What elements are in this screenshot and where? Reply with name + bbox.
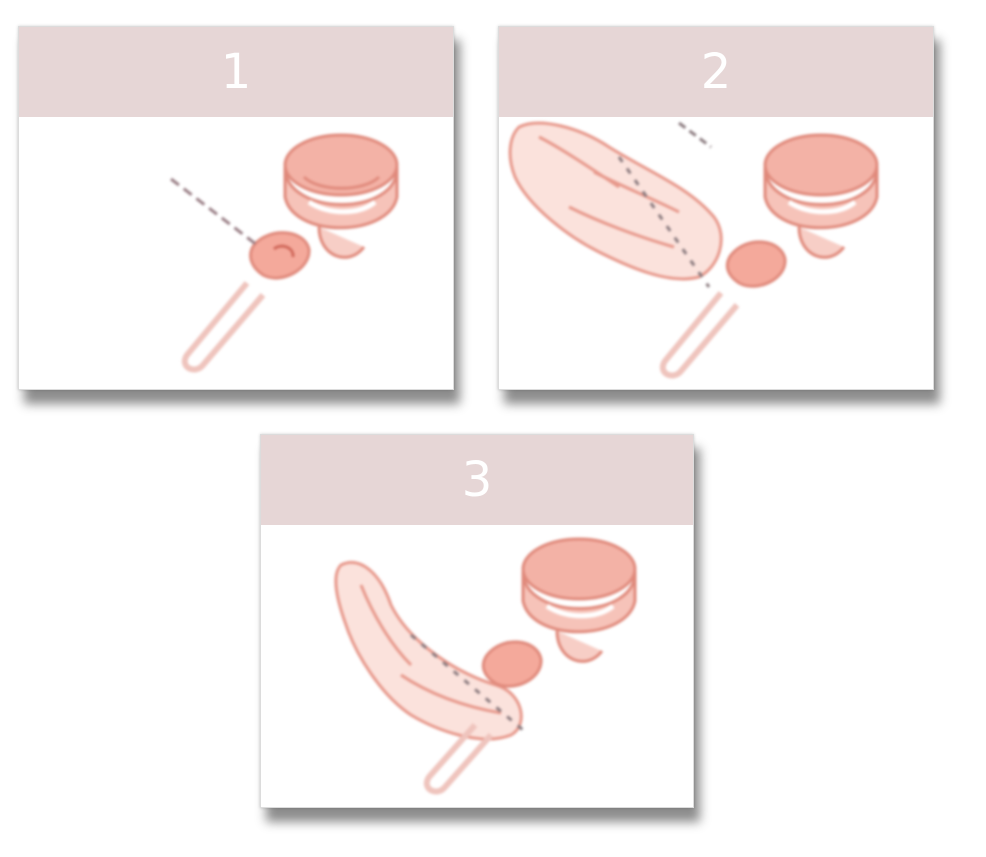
step-panel-2: 2	[498, 26, 934, 390]
uterus-cervix-speculum-icon	[19, 117, 453, 389]
step-panel-3: 3	[260, 434, 694, 808]
uterus-shape	[765, 135, 877, 257]
cervix-shape	[727, 242, 785, 286]
cervix-shape	[251, 233, 310, 278]
hand-inserting-device-icon	[499, 117, 933, 389]
step-number-1: 1	[19, 27, 453, 117]
uterus-shape	[523, 539, 635, 661]
speculum-handle-shape	[185, 283, 263, 370]
speculum-handle-shape	[663, 293, 737, 376]
step-panel-1: 1	[18, 26, 454, 390]
step-number-2: 2	[499, 27, 933, 117]
probe-shape	[171, 179, 257, 245]
step-number-3: 3	[261, 435, 693, 525]
hand-positioning-device-icon	[261, 525, 693, 807]
cervix-shape	[483, 642, 541, 686]
hand-shape	[510, 123, 721, 279]
